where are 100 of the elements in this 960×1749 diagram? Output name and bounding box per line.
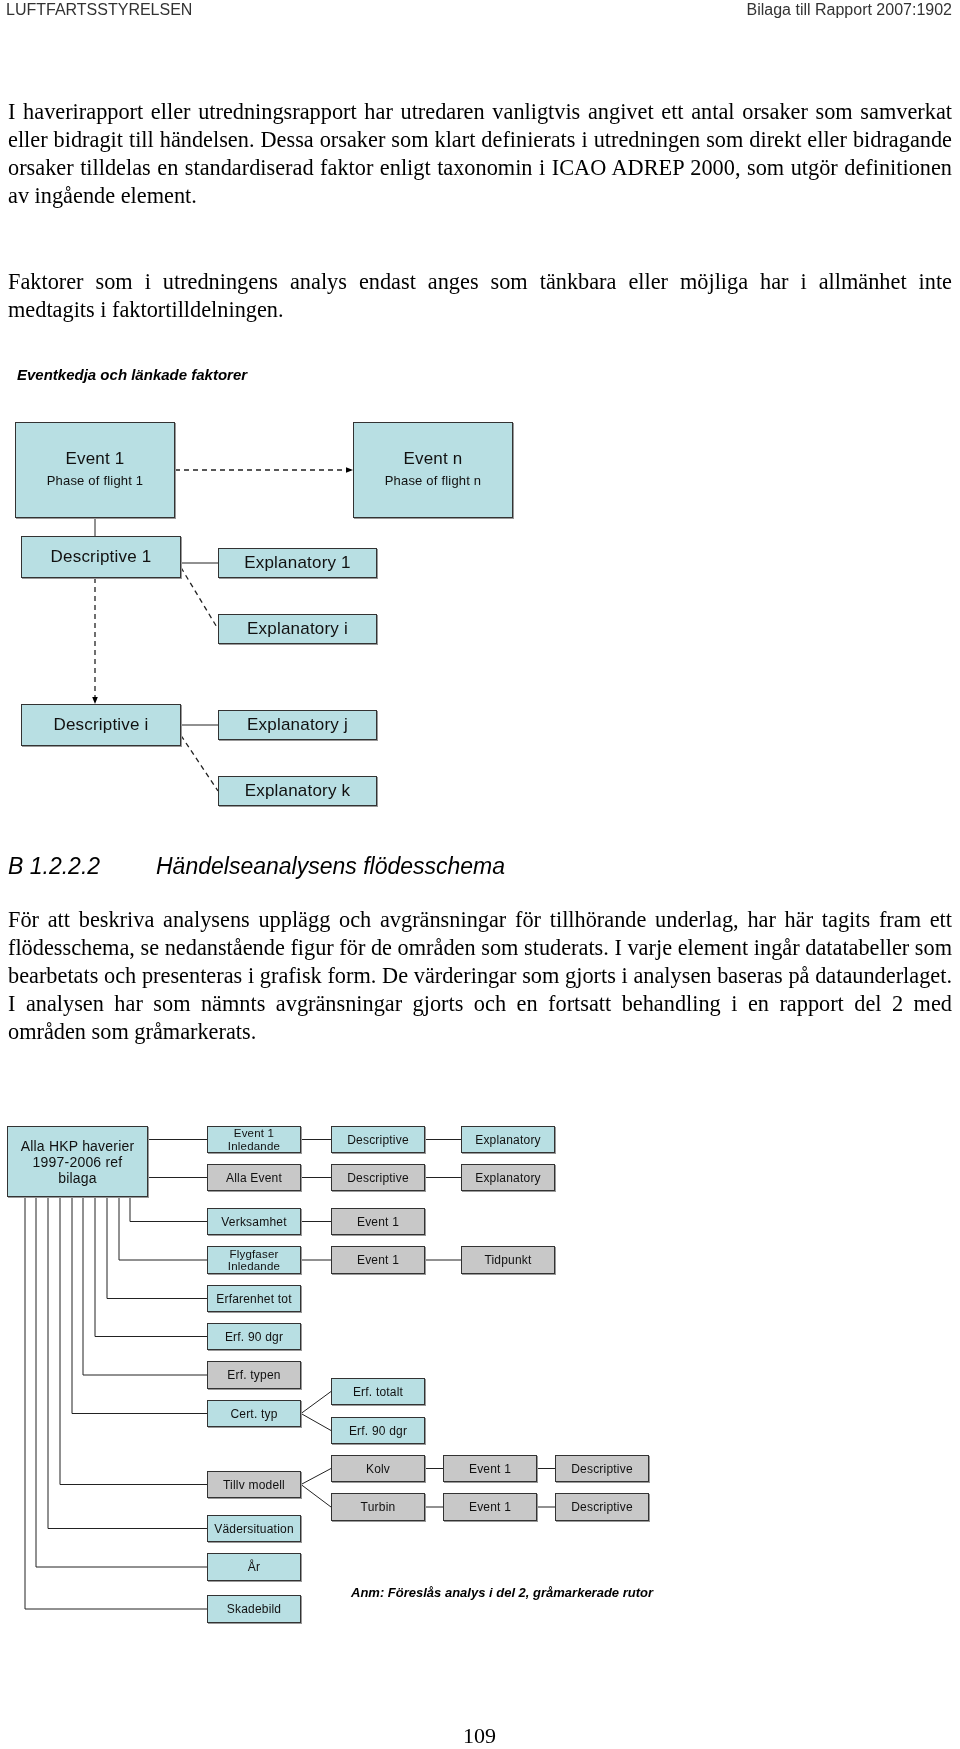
process-box — [331, 1417, 425, 1444]
box-title: Alla Event — [226, 1170, 282, 1185]
connector-line — [147, 1139, 208, 1140]
box-title: Skadebild — [226, 1602, 282, 1616]
section-heading: Händelseanalysens flödesschema — [156, 852, 506, 880]
process-box — [443, 1493, 537, 1521]
paragraph: Faktorer som i utredningens analys endast anges som tänkbara eller möjliga har i allmänhet inte medtagits i faktortilldelningen. — [8, 268, 952, 324]
connector-line — [94, 1196, 208, 1337]
connector-line — [82, 1196, 208, 1376]
process-box — [331, 1164, 425, 1191]
connector-line — [147, 1177, 208, 1178]
connector-line — [536, 1468, 556, 1469]
process-box — [207, 1400, 301, 1427]
box-title: Event 1 — [65, 448, 125, 470]
box-title: Kolv — [365, 1461, 391, 1476]
page-header: LUFTFARTSSTYRELSEN — [6, 0, 193, 20]
connector-line — [300, 1221, 332, 1222]
connector-line — [180, 724, 219, 726]
process-box — [207, 1208, 301, 1235]
process-box — [353, 422, 513, 518]
process-box — [555, 1455, 649, 1482]
box-title: Event 1 — [468, 1500, 512, 1514]
process-box — [207, 1361, 301, 1389]
process-box — [207, 1246, 301, 1274]
process-box — [7, 1126, 148, 1197]
process-box — [218, 614, 377, 644]
connector-line — [300, 1177, 332, 1178]
box-title: Cert. typ — [230, 1406, 278, 1421]
box-title: Erf. typen — [227, 1368, 281, 1382]
process-box — [207, 1553, 301, 1581]
connector-line — [94, 517, 96, 537]
connector-line — [35, 1196, 208, 1568]
process-box — [21, 704, 181, 746]
connector-line — [118, 1196, 208, 1261]
note: Anm: Föreslås analys i del 2, gråmarkerade rutor — [351, 1585, 653, 1601]
box-title: Explanatory — [475, 1170, 541, 1185]
process-box — [15, 422, 175, 518]
box-title: Tidpunkt — [484, 1253, 532, 1267]
process-box — [461, 1164, 555, 1191]
connector-line — [24, 1196, 208, 1610]
process-box — [461, 1246, 555, 1274]
process-box — [555, 1493, 649, 1521]
process-box — [218, 710, 377, 740]
process-box — [21, 536, 181, 578]
box-title: År — [247, 1560, 261, 1574]
connector-line — [300, 1468, 332, 1485]
process-box — [207, 1126, 301, 1153]
box-title: Erf. 90 dgr — [224, 1329, 284, 1344]
box-title: Tillv modell — [223, 1477, 285, 1492]
process-box — [218, 776, 377, 806]
box-title: Descriptive — [571, 1500, 633, 1514]
box-subtitle: Phase of flight 1 — [46, 472, 144, 490]
connector-line — [424, 1139, 462, 1140]
box-title: Flygfaser Inledande — [226, 1247, 282, 1273]
box-title: Verksamhet — [221, 1214, 287, 1229]
connector-line — [424, 1468, 444, 1469]
connector-line — [300, 1391, 332, 1414]
box-title: Explanatory i — [247, 619, 348, 639]
page-number: 109 — [463, 1726, 496, 1746]
box-title: Descriptive — [347, 1170, 409, 1185]
connector-line — [300, 1484, 332, 1508]
process-box — [461, 1126, 555, 1153]
box-title: Event n — [403, 448, 463, 470]
connector-line — [180, 734, 219, 792]
connector-line — [300, 1413, 332, 1431]
box-title: Event 1 — [468, 1461, 512, 1476]
box-title: Turbin — [360, 1500, 396, 1514]
connector-line — [47, 1196, 208, 1529]
process-box — [331, 1208, 425, 1235]
connector-line — [71, 1196, 208, 1414]
box-title: Descriptive i — [53, 715, 149, 735]
section-number: B 1.2.2.2 — [8, 852, 101, 880]
process-box — [207, 1164, 301, 1191]
box-title: Explanatory — [475, 1132, 541, 1147]
connector-line — [59, 1196, 208, 1485]
box-title: Alla HKP haverier 1997-2006 ref bilaga — [20, 1137, 135, 1186]
process-box — [331, 1246, 425, 1274]
process-box — [207, 1285, 301, 1312]
process-box — [331, 1126, 425, 1153]
connector-line — [300, 1139, 332, 1140]
box-title: Erfarenhet tot — [216, 1291, 292, 1306]
box-title: Explanatory j — [247, 715, 348, 735]
page-header: Bilaga till Rapport 2007:1902 — [746, 0, 952, 20]
diagram-heading: Eventkedja och länkade faktorer — [17, 366, 248, 384]
box-title: Erf. totalt — [352, 1384, 404, 1399]
paragraph: För att beskriva analysens upplägg och avgränsningar för tillhörande underlag, har här tagits fram ett flödesschema, se nedanstående figur för de områden som studerats. I varje element ingår datatabeller som bearbetats och presenteras i grafisk form. De värderingar som gjorts i analysen baseras på dataunderlaget. I analysen har som nämnts avgränsningar gjorts och en fortsatt behandling i en rapport del 2 med områden som gråmarkerats. — [8, 906, 952, 1046]
process-box — [218, 548, 377, 578]
connector-line — [424, 1177, 462, 1178]
connector-line — [106, 1196, 208, 1299]
process-box — [443, 1455, 537, 1482]
paragraph: I haverirapport eller utredningsrapport har utredaren vanligtvis angivet ett antal orsaker som samverkat eller bidragit till händelsen. Dessa orsaker som klart definierats i utredningen som direkt eller bidragande orsaker tilldelas en standardiserad faktor enligt taxonomin i ICAO ADREP 2000, som utgör definitionen av ingående element. — [8, 98, 952, 210]
box-title: Event 1 — [356, 1214, 400, 1229]
box-title: Descriptive 1 — [50, 547, 152, 567]
box-title: Descriptive — [571, 1461, 633, 1476]
process-box — [331, 1455, 425, 1482]
process-box — [331, 1378, 425, 1405]
box-title: Vädersituation — [214, 1521, 294, 1536]
connector-line — [300, 1259, 332, 1261]
connector-line — [180, 562, 219, 564]
process-box — [207, 1323, 301, 1350]
